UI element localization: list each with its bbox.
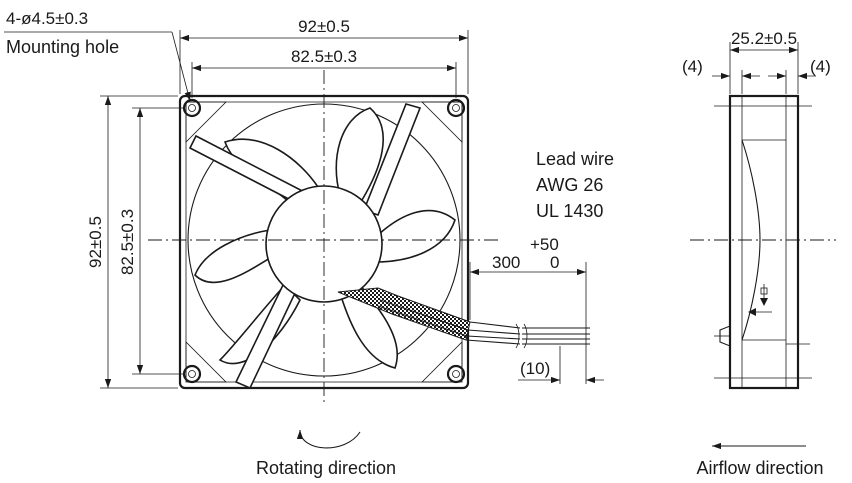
- labels: 4-ø4.5±0.3 Mounting hole 92±0.5 82.5±0.3…: [6, 9, 831, 478]
- side-view: [690, 42, 836, 450]
- mounting-hole-leader: [4, 31, 191, 102]
- lead-wire-line3: UL 1430: [536, 201, 603, 221]
- lead-wire-line2: AWG 26: [536, 175, 603, 195]
- depth-label: 25.2±0.5: [731, 29, 797, 48]
- lead-wire-bundle: [337, 287, 590, 349]
- hole-pitch-height-label: 82.5±0.3: [118, 209, 137, 275]
- width-dimensions: [179, 30, 469, 98]
- support-spokes: [188, 103, 422, 390]
- corner-pads: [185, 101, 463, 383]
- flange-right-label: (4): [810, 57, 831, 76]
- lead-length-label: 300: [492, 253, 520, 272]
- direction-marks: [748, 284, 772, 316]
- mounting-hole-spec: 4-ø4.5±0.3: [6, 9, 88, 28]
- lead-length-dimension: [469, 262, 604, 384]
- side-frame: [728, 94, 800, 390]
- hole-pitch-width-label: 82.5±0.3: [291, 47, 357, 66]
- depth-dimensions: [712, 42, 816, 94]
- mounting-hole-label: Mounting hole: [6, 37, 119, 57]
- airflow-direction-label: Airflow direction: [696, 458, 823, 478]
- strip-length-label: (10): [520, 359, 550, 378]
- height-dimensions: [100, 95, 184, 389]
- lead-tol-plus: +50: [530, 235, 559, 254]
- outer-height-label: 92±0.5: [86, 216, 105, 268]
- front-view: [4, 30, 604, 449]
- rotation-arrow: [296, 429, 361, 449]
- wire-exit: [719, 325, 731, 347]
- lead-tol-minus: 0: [550, 253, 559, 272]
- lead-wire-line1: Lead wire: [536, 149, 614, 169]
- rotating-direction-label: Rotating direction: [256, 458, 396, 478]
- flange-left-label: (4): [682, 57, 703, 76]
- outer-width-label: 92±0.5: [298, 17, 350, 36]
